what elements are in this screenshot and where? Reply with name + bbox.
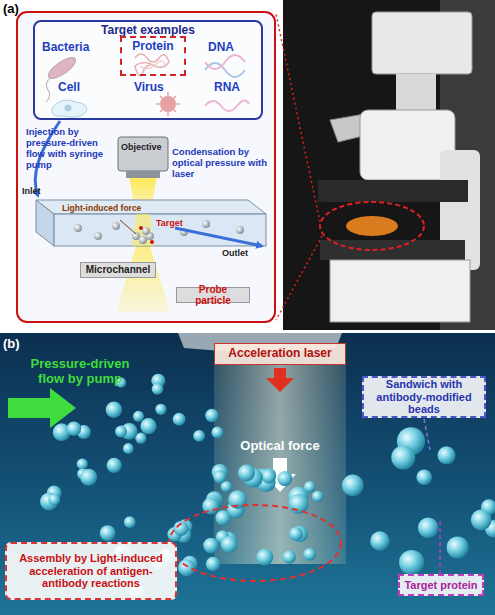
node-text: Target protein <box>401 579 480 592</box>
step-note: Injection by pressure-driven flow with s… <box>26 126 112 170</box>
callout-box: Sandwich with antibody-modified beads <box>362 376 486 418</box>
flow-arrow <box>8 388 76 428</box>
probe-bead <box>303 548 316 561</box>
flow-note: Pressure-driven flow by pump <box>18 356 142 386</box>
probe-bead <box>133 411 144 422</box>
node-text: Protein <box>129 40 176 54</box>
probe-bead <box>399 550 424 575</box>
probe-bead <box>123 443 134 454</box>
panel-frame <box>17 12 275 322</box>
leader-line <box>424 419 430 450</box>
force-note: Optical force <box>230 438 330 453</box>
objective-lens <box>118 137 168 171</box>
probe-bead <box>77 459 88 470</box>
group-box: Target examplesProtein <box>33 20 263 120</box>
probe-bead <box>115 426 127 438</box>
zoom-leader <box>276 14 322 320</box>
leader-line <box>120 220 136 234</box>
probe-bead <box>124 516 136 528</box>
label-box: Acceleration laser <box>214 343 346 365</box>
channel-side <box>36 200 54 246</box>
label-box: Probe particle <box>176 287 250 303</box>
probe-bead <box>416 469 432 485</box>
probe-bead <box>152 383 164 395</box>
probe-bead <box>193 430 205 442</box>
channel-top <box>36 200 266 214</box>
probe-bead <box>391 446 415 470</box>
node-text: Assembly by Light-induced acceleration o… <box>7 552 175 590</box>
probe-bead <box>107 458 122 473</box>
channel-front <box>54 214 266 246</box>
panel-label: (b) <box>3 336 20 351</box>
part-name: Objective <box>121 142 162 152</box>
probe-bead <box>447 536 469 558</box>
target-name: DNA <box>208 40 234 54</box>
probe-bead <box>277 471 292 486</box>
probe-bead <box>261 469 276 484</box>
probe-bead <box>256 549 273 566</box>
probe-bead <box>213 470 226 483</box>
panel-background <box>0 333 495 615</box>
probe-bead <box>212 427 224 439</box>
probe-bead <box>203 538 219 554</box>
panel-label: (a) <box>3 1 19 16</box>
probe-bead <box>155 404 166 415</box>
callout-box: Assembly by Light-induced acceleration o… <box>5 542 177 600</box>
probe-bead <box>283 550 296 563</box>
probe-bead <box>304 481 316 493</box>
target-name: Virus <box>134 80 164 94</box>
label-box: Microchannel <box>80 262 156 278</box>
part-name: Light-induced force <box>62 203 141 213</box>
probe-bead <box>289 494 309 514</box>
probe-bead <box>438 446 456 464</box>
highlight-box: Protein <box>120 36 186 76</box>
step-note: Condensation by optical pressure with la… <box>172 146 270 179</box>
node-text: Microchannel <box>83 264 153 276</box>
probe-bead <box>178 559 195 576</box>
assembly-ellipse <box>169 505 341 581</box>
probe-bead <box>289 527 303 541</box>
laser-beam <box>214 364 346 564</box>
part-name: Outlet <box>222 248 248 258</box>
probe-bead <box>471 510 492 531</box>
probe-bead <box>205 409 218 422</box>
probe-bead <box>342 475 364 497</box>
node-text: Probe particle <box>177 284 249 307</box>
probe-bead <box>48 494 60 506</box>
probe-bead <box>418 518 439 539</box>
probe-bead <box>206 557 220 571</box>
probe-bead <box>80 469 97 486</box>
probe-bead <box>173 413 186 426</box>
part-name: Target <box>156 218 183 228</box>
probe-bead <box>312 491 323 502</box>
flow-arrow <box>175 228 262 246</box>
probe-bead <box>67 422 81 436</box>
probe-bead <box>238 465 255 482</box>
target-name: RNA <box>214 80 240 94</box>
probe-bead <box>370 531 389 550</box>
laser-beam-below <box>116 246 170 312</box>
laser-in-channel <box>132 214 154 246</box>
probe-bead <box>106 402 122 418</box>
zoom-ellipse <box>320 202 424 250</box>
laser-arrow <box>266 368 294 392</box>
probe-bead <box>216 510 231 525</box>
node-text: Sandwich with antibody-modified beads <box>364 378 484 416</box>
target-name: Cell <box>58 80 80 94</box>
probe-bead <box>221 536 238 553</box>
microscope <box>318 12 480 322</box>
callout-box: Target protein <box>398 574 484 596</box>
node-text: Acceleration laser <box>225 347 334 361</box>
target-name: Bacteria <box>42 40 89 54</box>
photo-background <box>283 0 495 330</box>
objective-tip <box>126 171 160 178</box>
leader-line <box>439 520 441 574</box>
probe-bead <box>100 525 116 541</box>
probe-bead <box>140 418 156 434</box>
part-name: Inlet <box>22 186 41 196</box>
